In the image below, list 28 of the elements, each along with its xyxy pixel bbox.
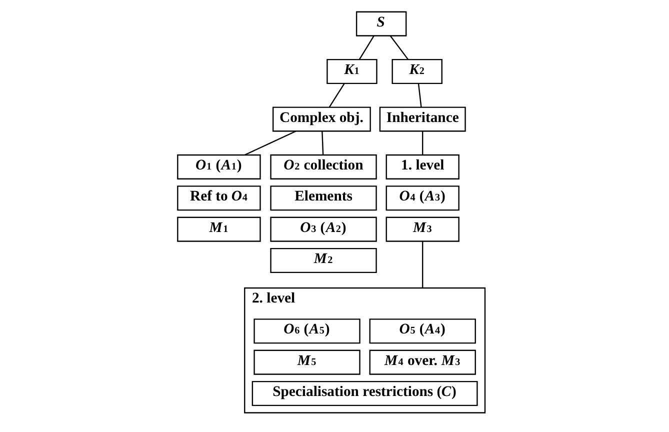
- node-box: S: [355, 11, 406, 36]
- node-box: M1: [176, 216, 260, 242]
- connector: [417, 83, 422, 108]
- node-box: K2: [391, 58, 442, 84]
- node-box: 1. level: [385, 154, 459, 180]
- node-box: O1 (A1): [176, 154, 260, 180]
- connector: [422, 131, 423, 155]
- node-box: M4 over. M3: [368, 350, 476, 375]
- node-box: O4 (A3): [385, 186, 459, 211]
- connector: [321, 131, 324, 155]
- node-box: O6 (A5): [253, 318, 360, 344]
- connector: [328, 83, 344, 108]
- connector: [389, 35, 408, 60]
- node-box: O5 (A4): [368, 318, 476, 344]
- connector: [244, 130, 296, 156]
- connector: [358, 36, 374, 60]
- node-box: Specialisation restrictions (C): [251, 380, 478, 406]
- node-box: M3: [385, 216, 459, 242]
- node-box: M5: [253, 350, 360, 375]
- node-box: Inheritance: [378, 106, 466, 132]
- node-box: O3 (A2): [270, 216, 376, 242]
- node-box: O2 collection: [270, 154, 376, 180]
- connector: [422, 241, 423, 288]
- node-box: Ref to O4: [176, 186, 260, 211]
- node-box: M2: [270, 248, 376, 274]
- node-box: K1: [326, 58, 377, 84]
- node-box: Complex obj.: [272, 106, 370, 132]
- node-box: Elements: [270, 186, 376, 211]
